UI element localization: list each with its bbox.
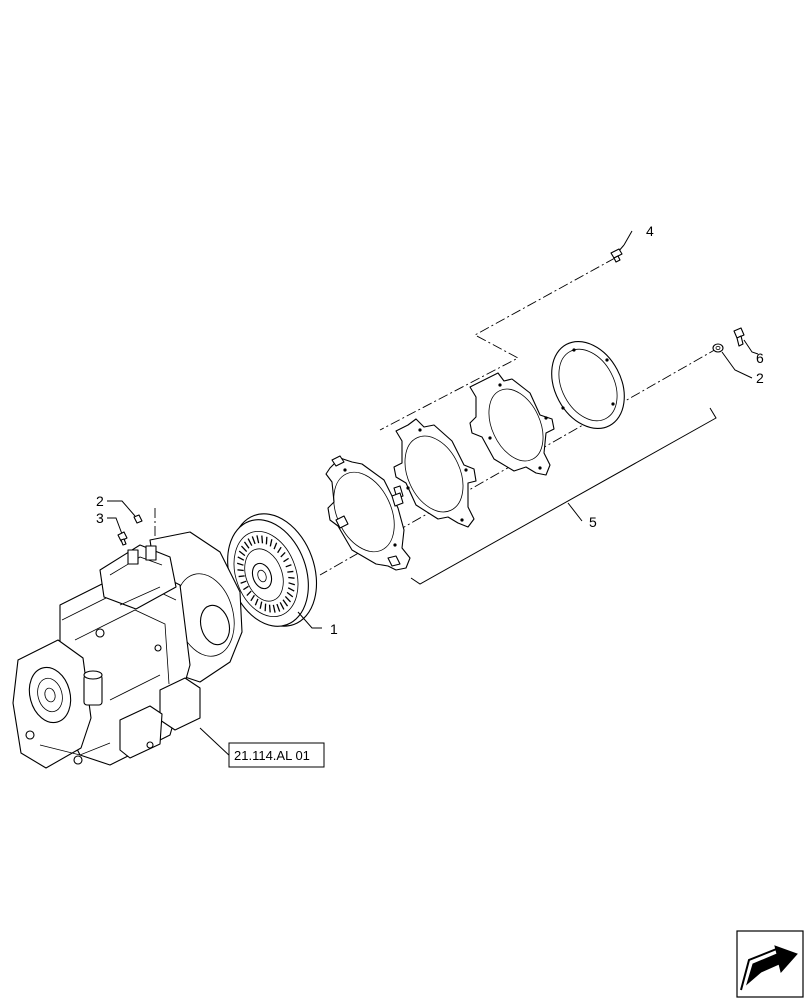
item-1-leader — [297, 611, 322, 629]
callout-2-right: 2 — [756, 370, 764, 386]
converter-fin — [282, 599, 289, 607]
converter-fin — [280, 552, 286, 558]
kit-bracket — [410, 407, 717, 585]
converter-fin — [254, 598, 259, 606]
reference-leader — [199, 727, 233, 759]
reference-link-box[interactable]: 21.114.AL 01 — [228, 742, 325, 768]
converter-fin — [279, 602, 285, 610]
converter-fin — [272, 604, 276, 613]
converter-fin — [283, 557, 289, 563]
reference-link-text: 21.114.AL 01 — [234, 748, 310, 763]
adapter-plate-3 — [469, 372, 555, 476]
converter-fin — [287, 570, 294, 573]
shim-ring — [551, 340, 625, 430]
converter-fin — [250, 594, 255, 602]
converter-fin — [288, 576, 295, 579]
converter-fin — [246, 590, 252, 596]
converter-fin — [243, 585, 249, 591]
converter-fin — [286, 591, 294, 598]
callout-6: 6 — [756, 350, 764, 366]
bolt-washer-items-6-2 — [712, 327, 759, 379]
converter-fin — [238, 575, 245, 578]
callout-3: 3 — [96, 510, 104, 526]
converter-fin — [243, 541, 250, 549]
converter-fin — [287, 587, 295, 592]
bolt-washer-items-2-3 — [107, 500, 143, 546]
converter-fin — [261, 535, 264, 544]
converter-fin — [259, 601, 263, 609]
converter-fin — [288, 582, 296, 586]
converter-fin — [269, 539, 273, 547]
converter-fin — [251, 536, 256, 545]
converter-fin — [268, 604, 271, 613]
converter-fin — [236, 562, 244, 566]
converter-fin — [237, 556, 245, 561]
converter-fin — [240, 580, 247, 584]
flex-plate — [325, 455, 411, 571]
callout-2-left: 2 — [96, 493, 104, 509]
converter-fin — [238, 550, 246, 557]
converter-fin — [276, 603, 281, 612]
callout-5: 5 — [589, 514, 597, 530]
converter-fin — [247, 538, 253, 546]
converter-fin — [256, 535, 260, 544]
converter-fin — [240, 545, 248, 552]
converter-fin — [237, 569, 244, 572]
converter-fin — [277, 546, 282, 554]
converter-fin — [273, 542, 278, 550]
callout-1: 1 — [330, 621, 338, 637]
adapter-plate-2 — [393, 418, 477, 528]
callout-4: 4 — [646, 223, 654, 239]
next-page-arrow-icon[interactable] — [736, 930, 804, 998]
converter-fin — [285, 564, 292, 568]
transmission-assembly — [12, 531, 243, 769]
converter-fin — [284, 596, 292, 603]
torque-converter-item-1 — [227, 513, 318, 627]
bolt-item-4 — [610, 230, 633, 263]
